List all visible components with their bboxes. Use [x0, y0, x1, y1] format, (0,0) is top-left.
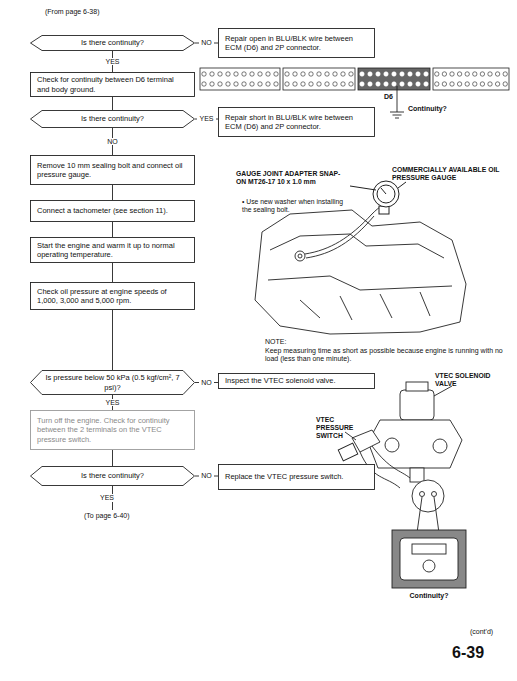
process-box: Replace the VTEC pressure switch. [218, 464, 375, 490]
step-text: Is pressure below 50 kPa (0.5 kgf/cm², 7… [30, 370, 195, 395]
step-text: Remove 10 mm sealing bolt and connect oi… [30, 158, 195, 183]
callout-label: 6-39 [452, 643, 512, 662]
callout-label: Keep measuring time as short as possible… [265, 347, 507, 364]
flow-connector [112, 97, 113, 110]
connector-pins [202, 72, 508, 86]
branch-label: YES [103, 399, 121, 407]
flow-connector [112, 450, 113, 466]
oil-pressure-gauge [350, 181, 406, 214]
callout-label: VTEC SOLENOID VALVE [435, 372, 507, 388]
branch-label: NO [199, 379, 214, 387]
callout-label: COMMERCIALLY AVAILABLE OIL PRESSURE GAUG… [392, 166, 512, 182]
step-text: Inspect the VTEC solenoid valve. [218, 373, 375, 388]
flow-connector [112, 185, 113, 200]
flow-connector [112, 222, 113, 237]
callout-label: Continuity? [398, 592, 460, 600]
step-text: Is there continuity? [30, 35, 195, 50]
step-text: Turn off the engine. Check for continuit… [30, 413, 195, 447]
step-text: Connect a tachometer (see section 11). [30, 203, 195, 218]
branch-label: NO [105, 138, 120, 146]
process-box: Repair open in BLU/BLK wire between ECM … [218, 28, 375, 58]
callout-label: (cont'd) [470, 628, 512, 636]
decision-diamond: Is there continuity? [30, 35, 195, 51]
process-box: Inspect the VTEC solenoid valve. [218, 373, 375, 389]
process-box: Repair short in BLU/BLK wire between ECM… [218, 107, 375, 137]
callout-label: • Use new washer when installing the sea… [242, 198, 352, 214]
process-box: Connect a tachometer (see section 11). [30, 200, 195, 222]
step-text: Repair short in BLU/BLK wire between ECM… [218, 110, 375, 135]
engine-illustration [255, 205, 466, 334]
step-text: Repair open in BLU/BLK wire between ECM … [218, 31, 375, 56]
callout-label: (From page 6-38) [45, 8, 155, 16]
ecm-connector [200, 68, 509, 90]
step-text: Replace the VTEC pressure switch. [218, 469, 375, 484]
callout-label: GAUGE JOINT ADAPTER SNAP-ON MT26-17 10 x… [236, 170, 348, 186]
branch-label: NO [199, 39, 214, 47]
step-text: Check for continuity between D6 terminal… [30, 72, 195, 97]
callout-label: D6 [384, 93, 410, 101]
branch-label: YES [197, 115, 215, 123]
decision-diamond: Is pressure below 50 kPa (0.5 kgf/cm², 7… [30, 370, 195, 395]
decision-diamond: Is there continuity? [30, 110, 195, 128]
branch-label: NO [199, 472, 214, 480]
ground-symbol [390, 86, 404, 118]
process-box: Check oil pressure at engine speeds of 1… [30, 282, 195, 310]
callout-label: Continuity? [408, 105, 468, 113]
process-box: Remove 10 mm sealing bolt and connect oi… [30, 155, 195, 185]
process-box: Check for continuity between D6 terminal… [30, 72, 195, 97]
branch-label: YES [103, 58, 121, 66]
callout-label: NOTE: [265, 338, 305, 346]
vtec-solenoid-valve [368, 382, 462, 482]
callout-label: VTEC PRESSURE SWITCH [316, 416, 366, 440]
step-text: Check oil pressure at engine speeds of 1… [30, 284, 195, 309]
continuity-tester [392, 480, 466, 588]
process-box: Start the engine and warm it up to norma… [30, 237, 195, 263]
flow-connector [112, 310, 113, 370]
decision-diamond: Is there continuity? [30, 466, 195, 486]
callout-label: YES [100, 494, 114, 502]
step-text: Start the engine and warm it up to norma… [30, 238, 195, 263]
step-text: Is there continuity? [30, 111, 195, 126]
process-box: Turn off the engine. Check for continuit… [30, 410, 195, 450]
callout-label: (To page 6-40) [84, 512, 164, 520]
flow-connector [112, 263, 113, 282]
step-text: Is there continuity? [30, 468, 195, 483]
